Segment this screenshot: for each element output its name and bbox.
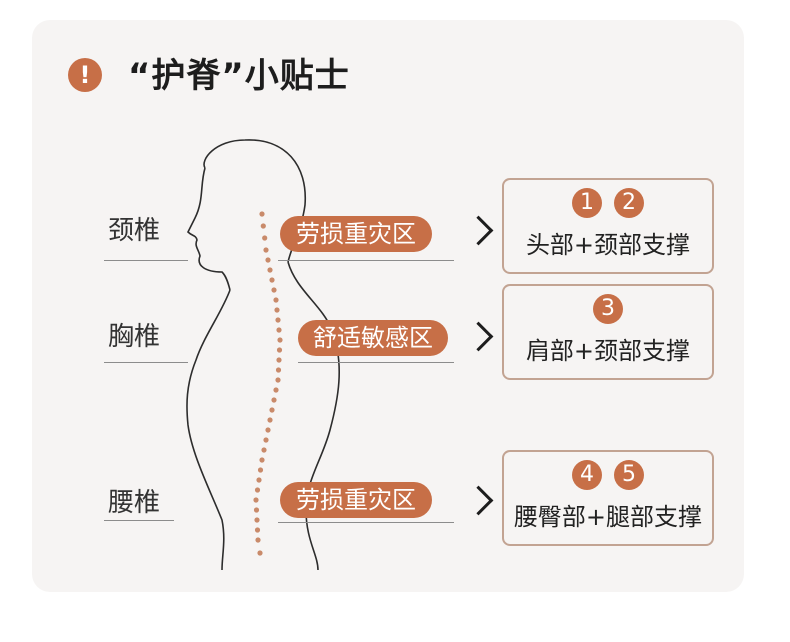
zone-pill-lumbar: 劳损重灾区 <box>280 482 432 518</box>
spine-dot <box>271 287 277 293</box>
spine-dot <box>273 387 279 393</box>
support-label: 头部+颈部支撑 <box>525 231 691 259</box>
spine-dot <box>254 517 260 523</box>
support-label: 腰臀部+腿部支撑 <box>513 503 703 531</box>
step-number-badge: 3 <box>593 294 623 324</box>
region-label-lumbar: 腰椎 <box>108 488 161 518</box>
spine-dot <box>271 397 277 403</box>
spine-dot <box>257 550 263 556</box>
region-label-cervical: 颈椎 <box>108 216 161 246</box>
step-number-badge: 2 <box>614 188 644 218</box>
spine-dot <box>276 357 282 363</box>
page-title: “护脊”小贴士 <box>128 56 350 96</box>
spine-dot <box>275 317 281 323</box>
zone-pill-thoracic: 舒适敏感区 <box>298 320 448 356</box>
zone-rule-lumbar <box>278 522 454 523</box>
support-box-thoracic: 3 肩部+颈部支撑 <box>502 284 714 380</box>
spine-dot <box>269 277 275 283</box>
support-label: 肩部+颈部支撑 <box>525 337 691 365</box>
region-rule-cervical <box>104 260 188 261</box>
spine-dot <box>253 507 260 513</box>
spine-dot <box>263 437 269 443</box>
spine-dot <box>275 367 282 373</box>
spine-dot <box>269 407 275 413</box>
spine-dot <box>257 467 264 473</box>
zone-pill-cervical: 劳损重灾区 <box>280 216 432 252</box>
step-number-badge: 1 <box>572 188 602 218</box>
front-torso <box>186 289 231 571</box>
spine-dot <box>265 257 271 263</box>
spine-dot <box>267 417 273 423</box>
support-numbers: 3 <box>504 294 712 324</box>
spine-dot <box>259 457 265 463</box>
spine-dot <box>273 297 279 303</box>
back-outline <box>287 261 340 571</box>
spine-dot <box>253 497 259 503</box>
spine-dot <box>254 527 261 533</box>
step-number-badge: 4 <box>572 460 602 490</box>
exclamation-icon: ! <box>68 58 102 92</box>
spine-dot <box>275 377 281 383</box>
region-rule-thoracic <box>104 362 188 363</box>
spine-dot <box>274 307 280 313</box>
spine-dot <box>260 223 266 229</box>
spine-dot <box>265 427 271 433</box>
spine-dot <box>276 327 282 333</box>
spine-dot <box>259 211 265 217</box>
spine-dot <box>255 537 261 543</box>
spine-dot <box>263 247 269 253</box>
region-label-thoracic: 胸椎 <box>108 322 161 352</box>
face-profile <box>187 167 231 291</box>
spine-dot <box>262 235 268 241</box>
spine-dot <box>254 487 261 493</box>
spine-dot <box>276 347 283 353</box>
spine-dot <box>267 267 273 273</box>
zone-rule-thoracic <box>298 362 454 363</box>
spine-dot <box>277 337 283 343</box>
region-rule-lumbar <box>104 520 174 521</box>
spine-dot <box>261 447 267 453</box>
step-number-badge: 5 <box>614 460 644 490</box>
zone-rule-cervical <box>278 260 454 261</box>
spine-dot <box>256 477 262 483</box>
spine-dots <box>253 211 283 556</box>
